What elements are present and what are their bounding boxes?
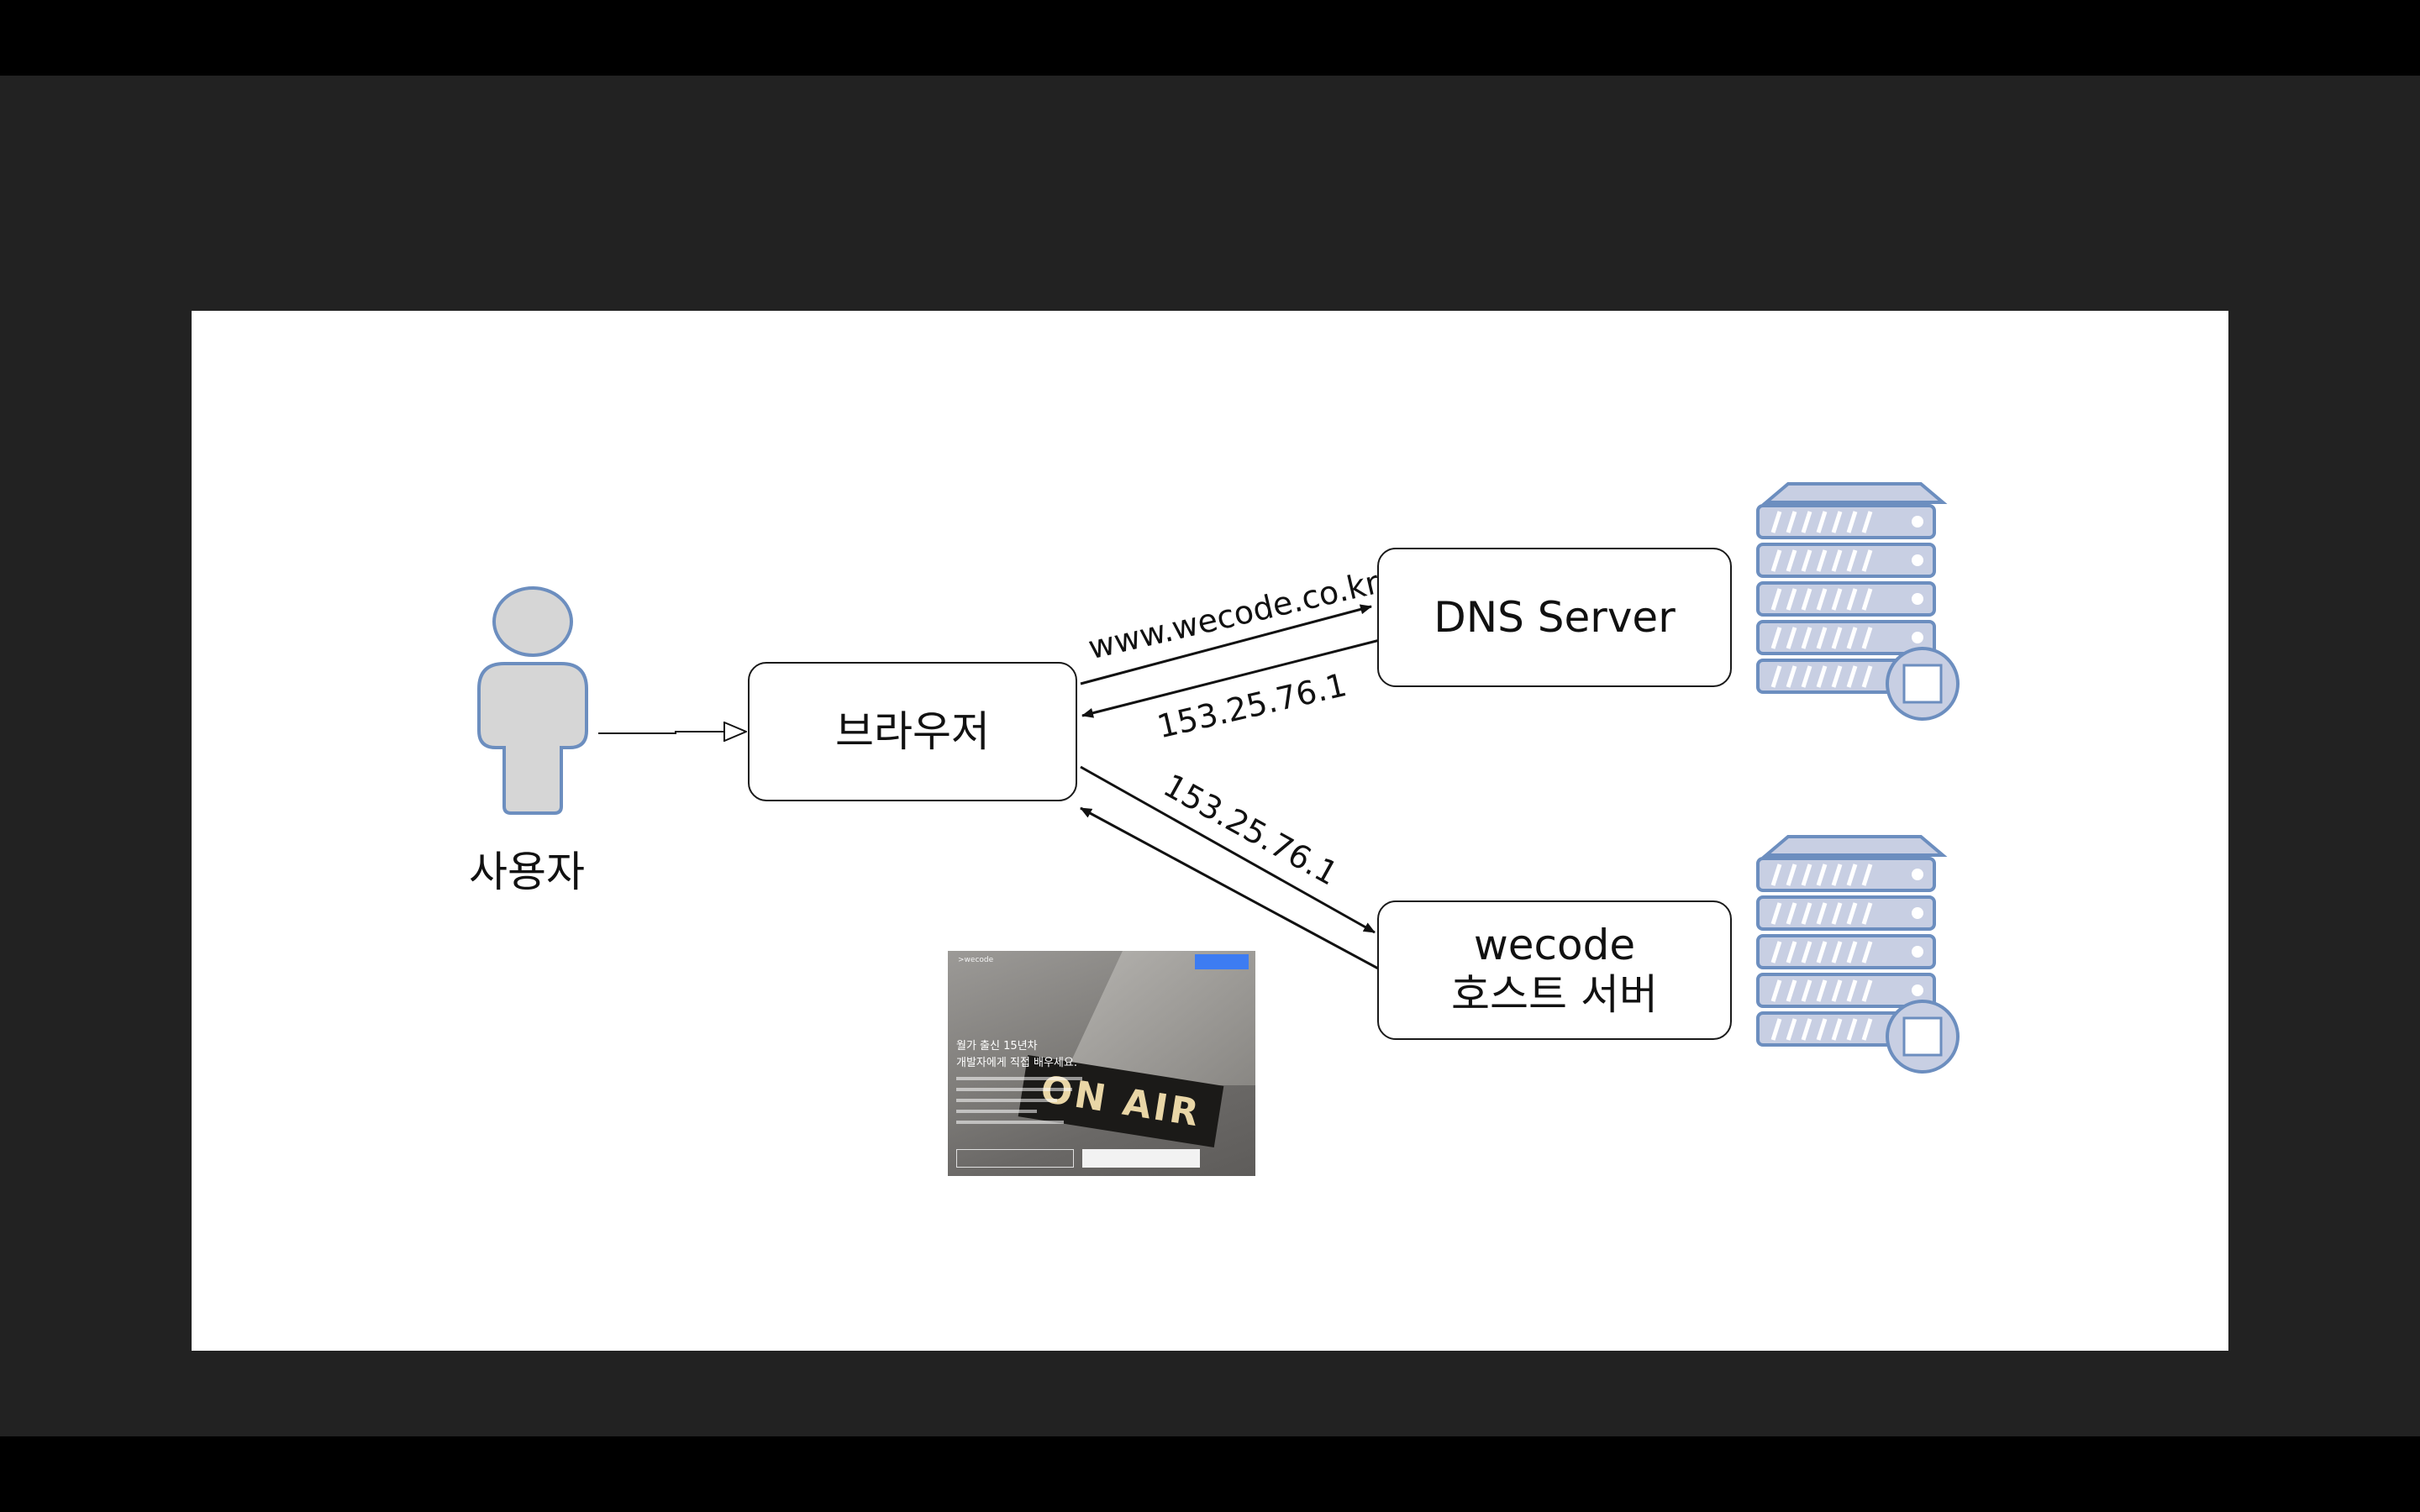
thumb-right-button [1082,1149,1200,1168]
presentation-screen: 사용자 브라우저 DNS Server wecode 호스트 서버 www.we… [0,76,2420,1436]
user-to-browser-edge [598,732,746,733]
thumb-headline: 월가 출신 15년차 개발자에게 직접 배우세요. [956,1040,1077,1070]
thumb-body-text [956,1077,1082,1131]
website-screenshot-thumbnail: ON AIR >wecode 월가 출신 15년차 개발자에게 직접 배우세요. [948,951,1255,1176]
thumb-cta-button [1195,954,1249,969]
dns-server-node: DNS Server [1377,548,1732,687]
dns-server-label: DNS Server [1434,592,1676,642]
host-server-rack-icon [1758,837,1958,1072]
host-server-label-line2: 호스트 서버 [1451,970,1658,1019]
user-actor-icon [477,586,588,815]
thumb-brand-logo: >wecode [958,956,994,964]
diagram-slide: 사용자 브라우저 DNS Server wecode 호스트 서버 www.we… [192,311,2228,1351]
host-server-node: wecode 호스트 서버 [1377,900,1732,1040]
host-to-browser-edge [1080,806,1381,971]
browser-to-host-edge [1080,765,1376,934]
diagram-canvas [477,311,2228,1351]
host-server-label-line1: wecode [1473,921,1636,969]
thumb-left-button [956,1149,1074,1168]
dns-to-browser-edge [1081,638,1381,718]
user-label: 사용자 [469,848,585,896]
thumb-topbar: >wecode [948,951,1255,973]
browser-node: 브라우저 [748,662,1077,801]
browser-to-dns-edge [1080,604,1372,685]
browser-label: 브라우저 [835,706,990,756]
dns-server-rack-icon [1758,484,1958,719]
